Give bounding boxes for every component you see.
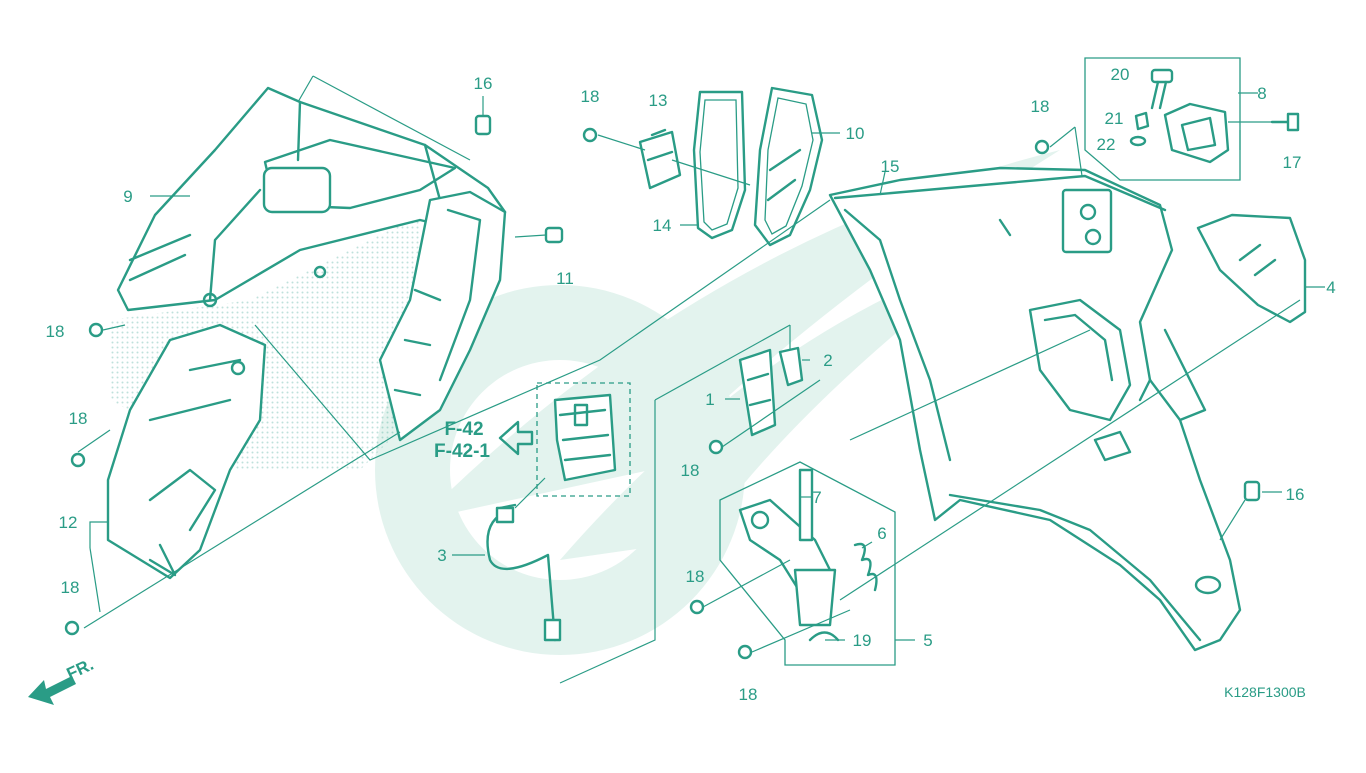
hinge-bracket [638, 128, 682, 190]
label-part-8: 8 [1257, 84, 1266, 103]
small-cover [1196, 213, 1307, 324]
label-part-13: 13 [649, 91, 668, 110]
label-part-20: 20 [1111, 65, 1130, 84]
screw-fasteners [64, 114, 1261, 660]
label-part-12: 12 [59, 513, 78, 532]
reference-labels: F-42 F-42-1 [434, 419, 490, 462]
label-part-21: 21 [1105, 109, 1124, 128]
label-part-22: 22 [1097, 135, 1116, 154]
label-part-2: 2 [823, 351, 832, 370]
label-part-10: 10 [846, 124, 865, 143]
label-part-1: 1 [705, 390, 714, 409]
seat-lock-cable [486, 503, 562, 642]
label-part-19: 19 [853, 631, 872, 650]
inner-rear-cover [828, 166, 1242, 652]
leader-lines [77, 75, 1325, 684]
seat-lock [536, 382, 631, 497]
reference-f42: F-42 [444, 419, 483, 440]
reference-f42-1: F-42-1 [434, 441, 490, 462]
inner-lid-panel [692, 90, 747, 240]
lock-stay [738, 348, 777, 437]
front-arrow-icon [28, 676, 76, 705]
label-part-18-left-1: 18 [46, 322, 65, 341]
label-part-15: 15 [881, 157, 900, 176]
label-part-18-top: 18 [581, 87, 600, 106]
hook-assembly [719, 461, 896, 666]
label-part-4: 4 [1326, 278, 1335, 297]
stay-clip [778, 346, 804, 387]
label-part-17: 17 [1283, 153, 1302, 172]
label-part-18-right-top: 18 [1031, 97, 1050, 116]
label-part-18-left-3: 18 [61, 578, 80, 597]
label-part-7: 7 [812, 488, 821, 507]
label-part-11: 11 [556, 269, 574, 288]
label-part-18-lower-2: 18 [739, 685, 758, 704]
label-part-16-right: 16 [1286, 485, 1305, 504]
reference-arrow [498, 420, 534, 456]
lid-trim-panel [753, 86, 824, 247]
label-part-18-mid: 18 [681, 461, 700, 480]
label-part-6: 6 [877, 524, 886, 543]
outlet-box [1084, 57, 1300, 181]
label-part-18-lower-1: 18 [686, 567, 705, 586]
side-box-lid [106, 323, 267, 580]
label-part-18-left-2: 18 [69, 409, 88, 428]
inner-front-cover [116, 86, 507, 442]
part-labels: 16 9 11 18 18 12 18 18 13 14 10 15 18 20… [46, 65, 1336, 704]
label-part-5: 5 [923, 631, 932, 650]
label-part-9: 9 [123, 187, 132, 206]
drawing-code: K128F1300B [1224, 684, 1306, 700]
label-part-3: 3 [437, 546, 446, 565]
label-part-14: 14 [653, 216, 672, 235]
label-part-16-top: 16 [474, 74, 493, 93]
